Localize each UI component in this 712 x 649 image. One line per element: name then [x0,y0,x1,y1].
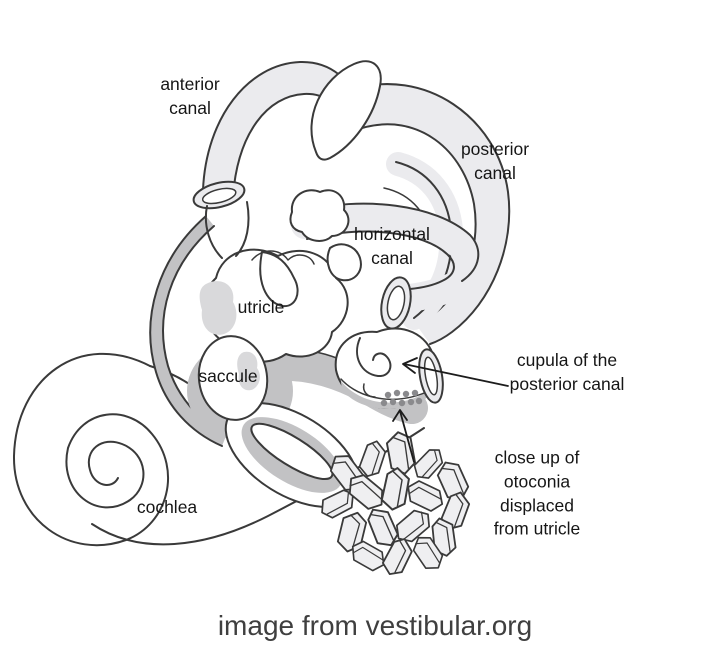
utricle-body [199,248,349,363]
cupula-shape [356,337,392,378]
cupula-arrow [402,357,509,387]
saccule-body [197,335,269,421]
cochlear-duct-loop [224,402,360,508]
horizontal-canal-tube [291,202,483,330]
anterior-canal-opening [192,180,246,210]
common-crus [310,60,382,161]
otoconia-arrow [392,409,415,463]
posterior-canal-opening [418,348,444,404]
settled-otoconia-dots [380,389,423,407]
saccule-macula [237,351,260,391]
utricle-macula [199,281,237,335]
vestibule-lobes [251,189,362,308]
posterior-ampulla [334,327,444,409]
otoconia-crystal-cluster [321,431,471,575]
